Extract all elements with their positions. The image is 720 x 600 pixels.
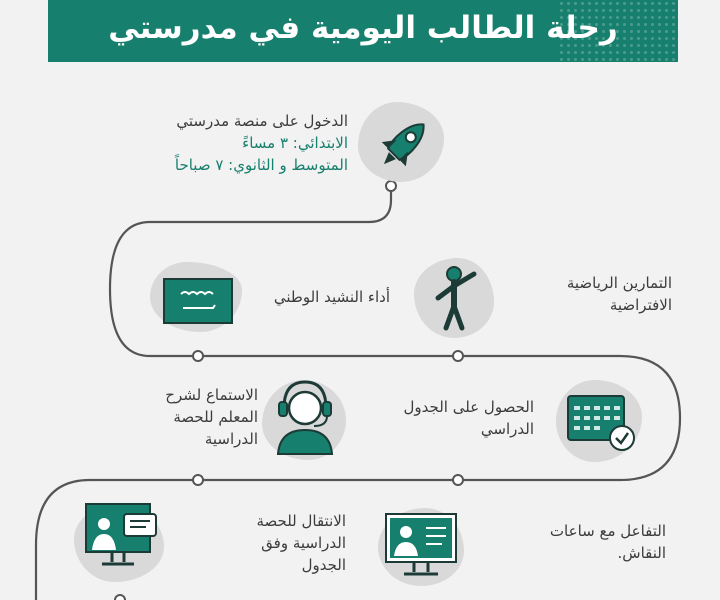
step-lecture-line1: الاستماع لشرح xyxy=(165,386,258,404)
exercising-person-icon xyxy=(435,266,477,331)
page-title: رحلة الطالب اليومية في مدرستي xyxy=(108,10,618,46)
discussion-screen-icon xyxy=(385,513,457,576)
path-node xyxy=(192,350,204,362)
step-login-text: الدخول على منصة مدرستي الابتدائي: ٣ مساء… xyxy=(48,110,348,176)
teacher-screen-icon xyxy=(85,503,157,566)
step-move-line3: الجدول xyxy=(301,556,346,574)
step-interact-text: التفاعل مع ساعات النقاش. xyxy=(496,520,666,564)
step-interact-line2: النقاش. xyxy=(617,544,666,562)
step-interact-line1: التفاعل مع ساعات xyxy=(549,522,666,540)
step-move-line2: الدراسية وفق xyxy=(261,534,346,552)
step-schedule-line1: الحصول على الجدول xyxy=(403,398,534,416)
step-move-line1: الانتقال للحصة xyxy=(256,512,346,530)
journey-line xyxy=(34,186,682,600)
path-node xyxy=(114,594,126,600)
step-login-line1: الدخول على منصة مدرستي xyxy=(176,112,348,130)
step-schedule-text: الحصول على الجدول الدراسي xyxy=(354,396,534,440)
step-anthem-text: أداء النشيد الوطني xyxy=(273,288,390,306)
step-move-text: الانتقال للحصة الدراسية وفق الجدول xyxy=(176,510,346,576)
step-login-line2: الابتدائي: ٣ مساءً xyxy=(242,134,348,152)
step-exercise-line1: التمارين الرياضية xyxy=(566,274,672,292)
path-node xyxy=(452,350,464,362)
path-node xyxy=(385,180,397,192)
headset-teacher-icon xyxy=(276,380,334,455)
step-schedule-line2: الدراسي xyxy=(480,420,534,438)
step-lecture-text: الاستماع لشرح المعلم للحصة الدراسية xyxy=(118,384,258,450)
dot-pattern xyxy=(558,0,678,62)
step-login-line3: المتوسط و الثانوي: ٧ صباحاً xyxy=(174,156,348,174)
step-exercise-line2: الافتراضية xyxy=(609,296,672,314)
step-lecture-line2: المعلم للحصة xyxy=(173,408,258,426)
path-node xyxy=(452,474,464,486)
step-exercise-text: التمارين الرياضية الافتراضية xyxy=(512,272,672,316)
saudi-flag-icon xyxy=(163,278,233,324)
step-lecture-line3: الدراسية xyxy=(204,430,258,448)
title-banner: رحلة الطالب اليومية في مدرستي xyxy=(48,0,678,62)
calendar-check-icon xyxy=(567,395,635,451)
rocket-icon xyxy=(381,123,425,167)
path-node xyxy=(192,474,204,486)
